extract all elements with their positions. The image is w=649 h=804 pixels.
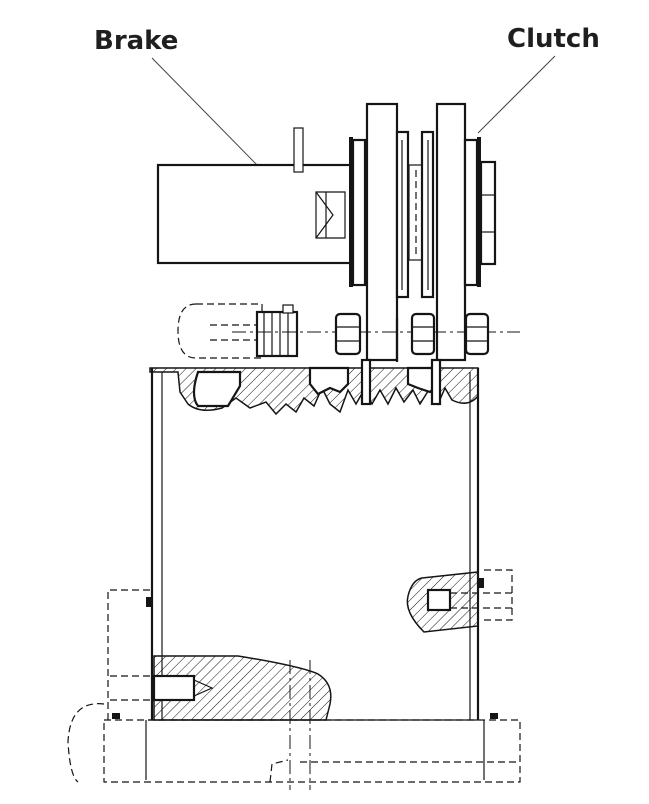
clutch-leader-line: [477, 55, 556, 134]
brake-label: Brake: [94, 26, 178, 56]
gear-coupling: [255, 304, 299, 358]
shaft-and-nuts: [232, 312, 520, 362]
side-cut-section: [406, 569, 514, 633]
clutch-label: Clutch: [507, 24, 600, 54]
mounting-frame-phantom: [67, 589, 521, 783]
brake-leader-line: [151, 57, 259, 167]
motor-phantom-outline: [177, 303, 263, 359]
brake-disc: [349, 102, 424, 362]
clutch-disc: [420, 102, 497, 362]
housing-top-section: [149, 358, 479, 416]
base-cut-section: [110, 655, 332, 790]
brake-housing: [156, 127, 355, 265]
